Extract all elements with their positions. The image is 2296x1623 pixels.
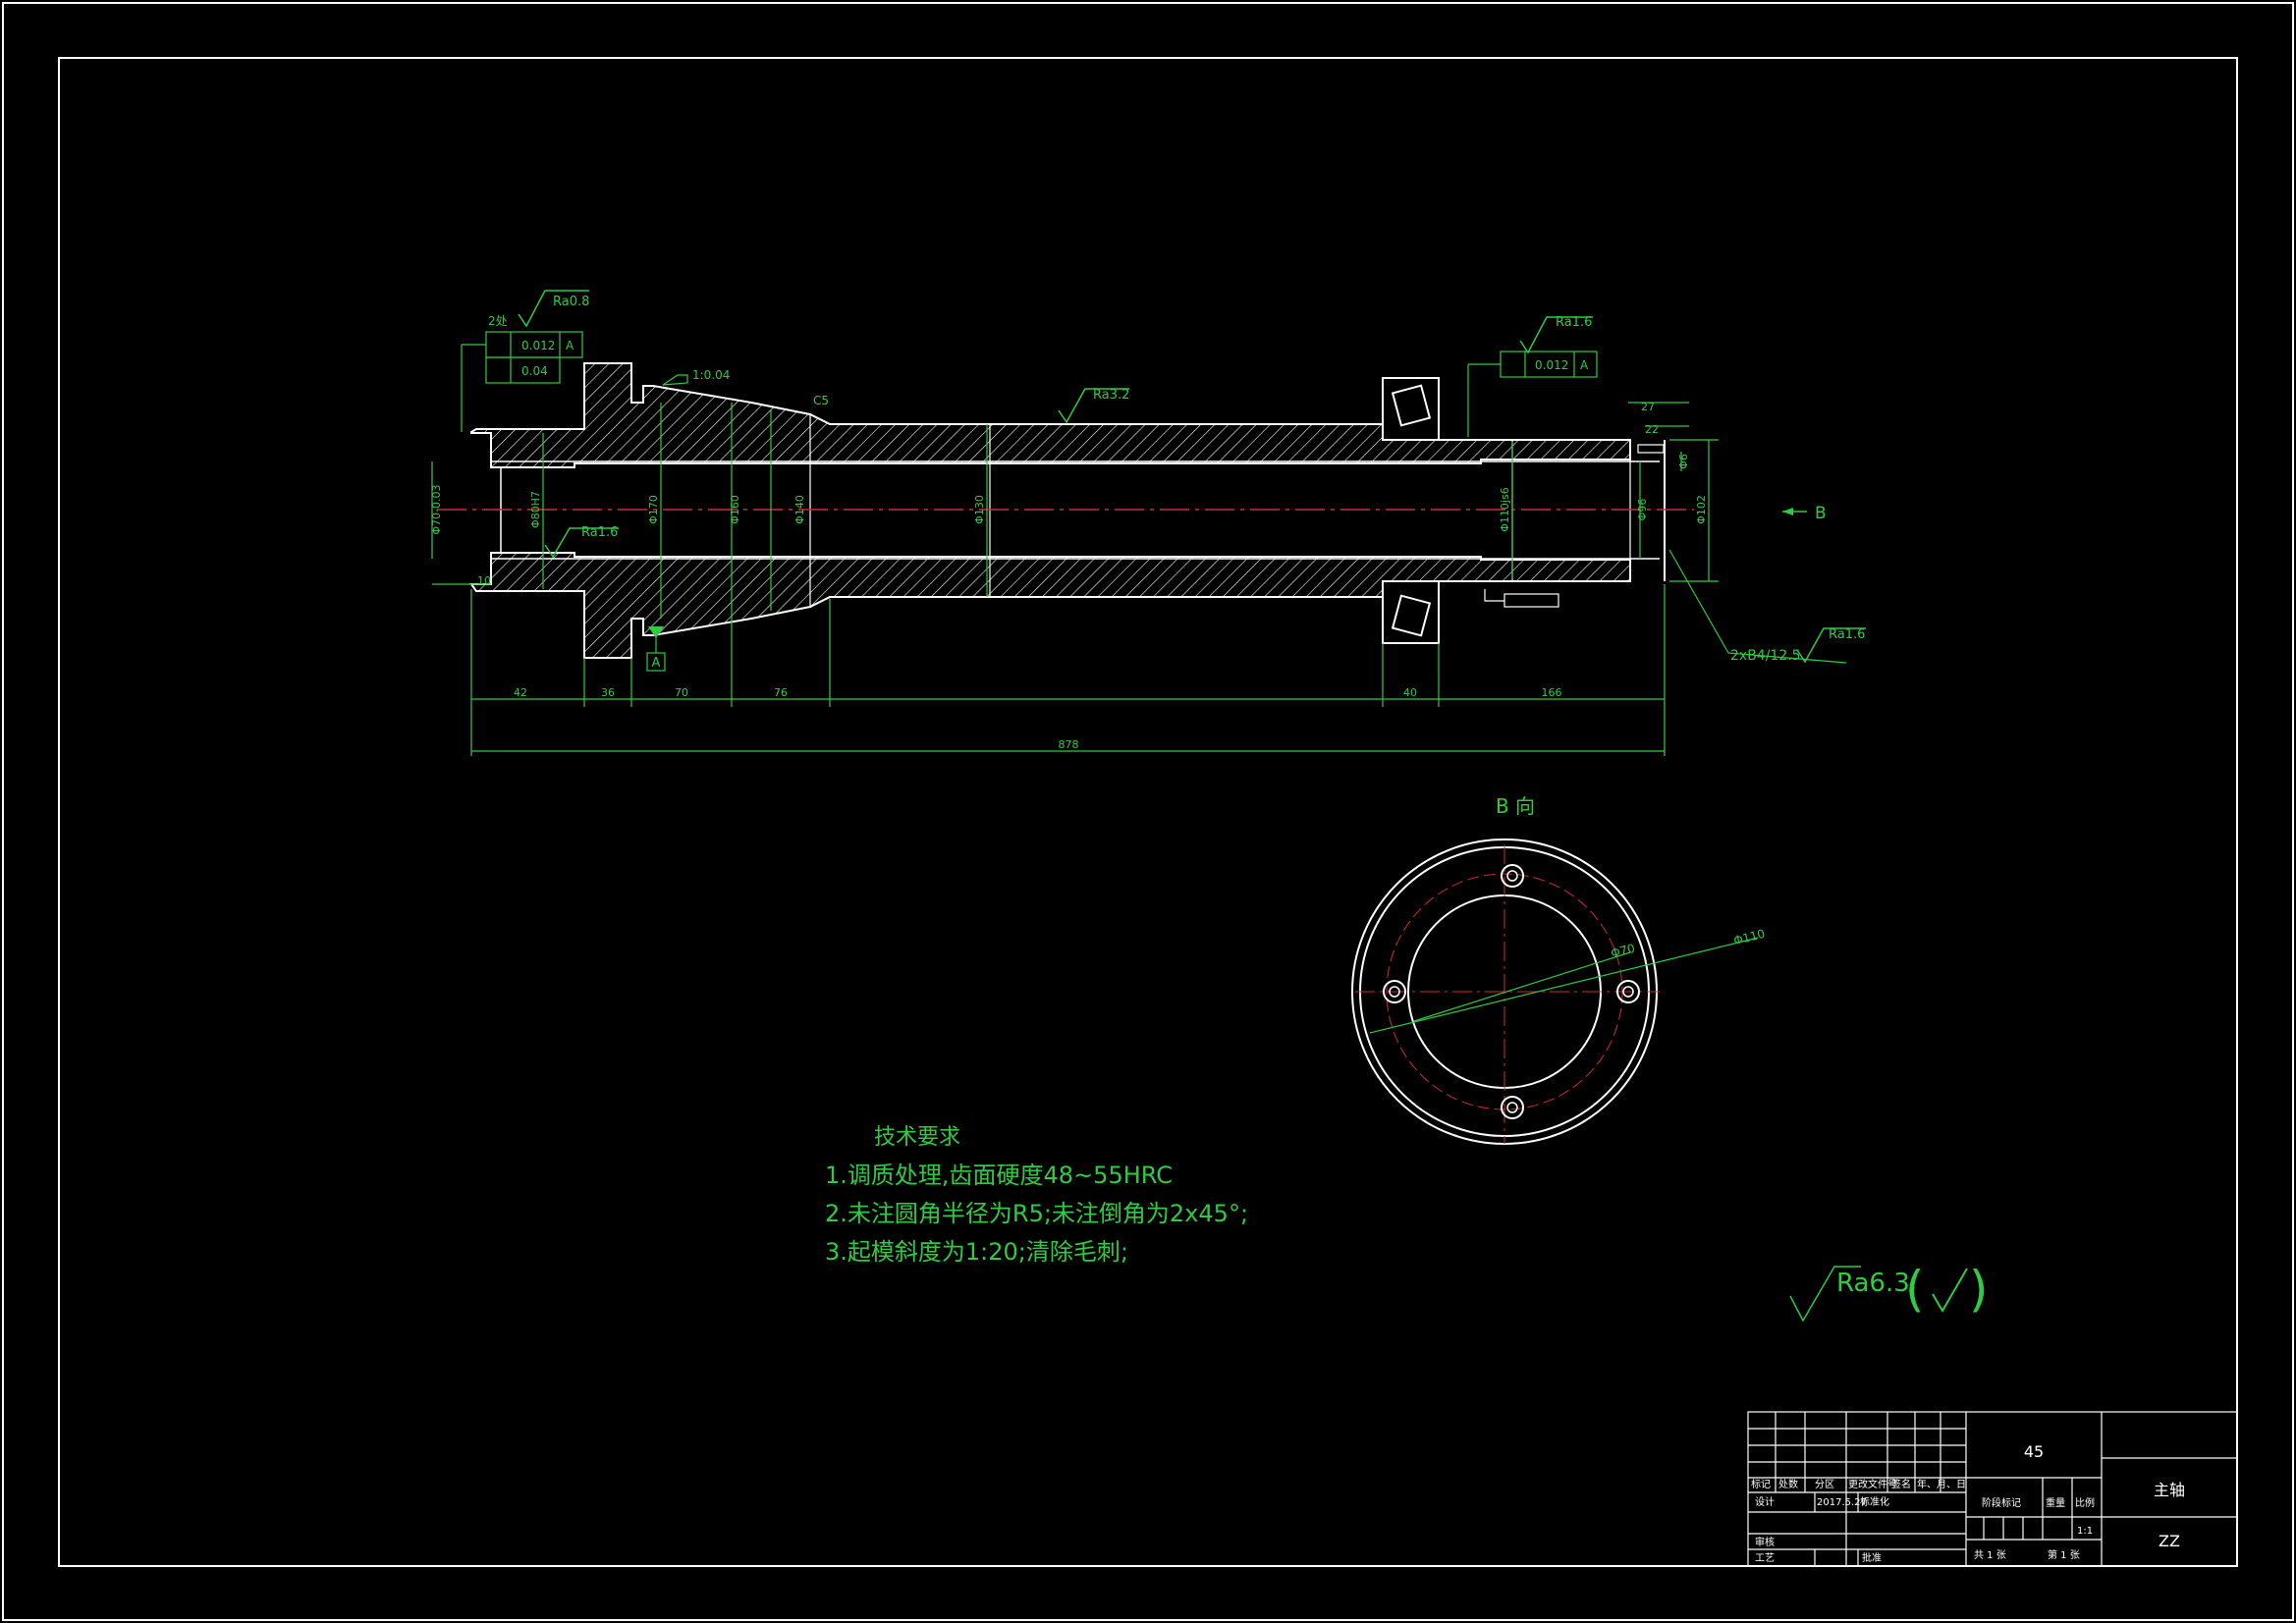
- tech-req-line-1: 1.调质处理,齿面硬度48~55HRC: [825, 1162, 1173, 1189]
- tb-scale-value: 1:1: [2077, 1526, 2093, 1537]
- tech-req-title: 技术要求: [874, 1125, 960, 1150]
- datum-a-label: A: [652, 656, 661, 671]
- tol-left-cyl: 0.04: [521, 364, 548, 378]
- dim-10: 10: [477, 574, 491, 587]
- tb-label-design: 设计: [1755, 1495, 1775, 1508]
- title-block: [1747, 1411, 2238, 1567]
- b-view-dim-outer: Φ110: [1732, 927, 1767, 947]
- tech-req-line-2: 2.未注圆角半径为R5;未注倒角为2x45°;: [825, 1200, 1248, 1227]
- tb-date: 2017.5.27: [1817, 1497, 1867, 1508]
- general-roughness-value: Ra6.3: [1836, 1269, 1910, 1298]
- key-slot: [1637, 444, 1665, 454]
- tolerance-frame-right: [1467, 351, 1598, 437]
- tb-header-doc: 更改文件号: [1848, 1478, 1897, 1490]
- shaft-section-view: [469, 362, 1666, 659]
- bearing-upper-outline: [1382, 377, 1440, 441]
- b-view-hole-bottom: [1501, 1096, 1524, 1119]
- tol-chamfer-note: C5: [813, 394, 829, 407]
- roughness-ra16-bore: Ra1.6: [581, 525, 618, 540]
- dimension-lines: [431, 402, 1847, 756]
- dim-76: 76: [774, 686, 788, 699]
- tech-req-line-3: 3.起模斜度为1:20;清除毛刺;: [825, 1238, 1128, 1266]
- roughness-symbols: [518, 290, 1866, 1323]
- view-arrow-b: B: [1782, 504, 1827, 523]
- view-arrow-b-label: B: [1815, 504, 1827, 523]
- dim-36: 36: [601, 686, 615, 699]
- check-icon: [1932, 1268, 1968, 1313]
- bearing-lower: [1382, 580, 1440, 644]
- dim-878: 878: [1059, 738, 1079, 751]
- dim-dia-shoulder: Φ140: [793, 495, 806, 524]
- tb-sheet-no: 第 1 张: [2048, 1548, 2080, 1561]
- tb-label-scale: 比例: [2075, 1496, 2095, 1509]
- tb-label-standardize: 标准化: [1860, 1495, 1889, 1508]
- roughness-ra32: Ra3.2: [1093, 388, 1129, 403]
- tol-left-runout: 0.012: [521, 339, 555, 352]
- dim-70: 70: [675, 686, 688, 699]
- shaft-upper-wall: [470, 362, 1631, 468]
- b-view-dim-pcd: Φ70: [1610, 942, 1636, 961]
- inner-frame: [58, 57, 2238, 1567]
- tb-header-zone: 分区: [1815, 1479, 1834, 1490]
- shaft-lower-wall: [469, 552, 1631, 659]
- tol-left-datum: A: [566, 339, 574, 352]
- b-view-hole-left: [1383, 980, 1406, 1003]
- dim-166: 166: [1542, 686, 1562, 699]
- tb-material: 45: [2024, 1442, 2044, 1461]
- dim-dia-right-end: Φ102: [1695, 495, 1708, 524]
- general-roughness-paren-close: ): [1969, 1261, 1989, 1318]
- dim-dia-seat: Φ160: [729, 495, 741, 524]
- datum-a-triangle: [648, 626, 664, 638]
- dim-dia-flange: Φ170: [647, 495, 660, 524]
- hole-note: 2xB4/12.5: [1730, 648, 1801, 664]
- tol-right-runout: 0.012: [1535, 358, 1568, 372]
- dim-dia-bearing: Φ110js6: [1499, 487, 1511, 531]
- b-view-dim-leader-2: [1413, 951, 1631, 1022]
- dim-dia-left-outer: Φ70-0.03: [430, 484, 443, 534]
- tol-right-datum: A: [1580, 358, 1589, 372]
- b-view-dim-leader-1: [1369, 937, 1759, 1034]
- dim-42: 42: [514, 686, 527, 699]
- dim-27: 27: [1641, 401, 1655, 413]
- dim-22: 22: [1645, 423, 1659, 436]
- general-roughness-paren-open: (: [1905, 1261, 1925, 1318]
- roughness-ra08: Ra0.8: [553, 295, 589, 309]
- tb-part-name: 主轴: [2154, 1481, 2185, 1499]
- bearing-upper-roller: [1391, 384, 1432, 427]
- tol-count-note: 2处: [488, 314, 508, 328]
- dim-40: 40: [1403, 686, 1417, 699]
- tol-slope-note: 1:0.04: [692, 368, 730, 382]
- dim-dia-bore-left: Φ80H7: [529, 491, 542, 528]
- tb-sheets-total: 共 1 张: [1974, 1549, 2006, 1561]
- tb-header-sign: 签名: [1891, 1478, 1911, 1490]
- dim-dia-body: Φ130: [973, 495, 986, 524]
- tolerance-frame-bottom: [1484, 589, 1559, 608]
- bearing-upper: [1382, 377, 1440, 441]
- tb-header-count: 处数: [1778, 1478, 1798, 1490]
- tb-label-weight: 重量: [2046, 1496, 2065, 1509]
- bearing-lower-roller: [1391, 594, 1432, 637]
- tolerance-frame-left: [461, 331, 583, 432]
- tb-header-mark: 标记: [1751, 1479, 1771, 1490]
- dim-dia-small: Φ6: [1677, 454, 1690, 469]
- tb-label-process: 工艺: [1755, 1552, 1775, 1564]
- tb-label-stage: 阶段标记: [1982, 1496, 2021, 1509]
- tb-drawing-code: ZZ: [2159, 1532, 2180, 1550]
- roughness-ra16-hole: Ra1.6: [1829, 627, 1865, 642]
- dim-dia-bore-right: Φ96: [1636, 499, 1649, 521]
- bearing-lower-outline: [1382, 580, 1440, 644]
- general-roughness: Ra6.3 ( ): [1836, 1261, 1989, 1318]
- roughness-ra16-top: Ra1.6: [1556, 315, 1592, 330]
- tb-header-date: 年、月、日: [1917, 1478, 1966, 1490]
- tech-requirements: 技术要求 1.调质处理,齿面硬度48~55HRC 2.未注圆角半径为R5;未注倒…: [825, 1125, 1248, 1266]
- slope-leader: [662, 374, 688, 386]
- b-view: B 向 Φ110 Φ70: [1351, 794, 1767, 1145]
- b-view-title: B 向: [1496, 794, 1535, 818]
- b-view-hole-right: [1616, 980, 1640, 1003]
- tb-label-review: 审核: [1755, 1536, 1775, 1548]
- tb-label-approve: 批准: [1862, 1551, 1882, 1564]
- b-view-hole-top: [1501, 864, 1524, 888]
